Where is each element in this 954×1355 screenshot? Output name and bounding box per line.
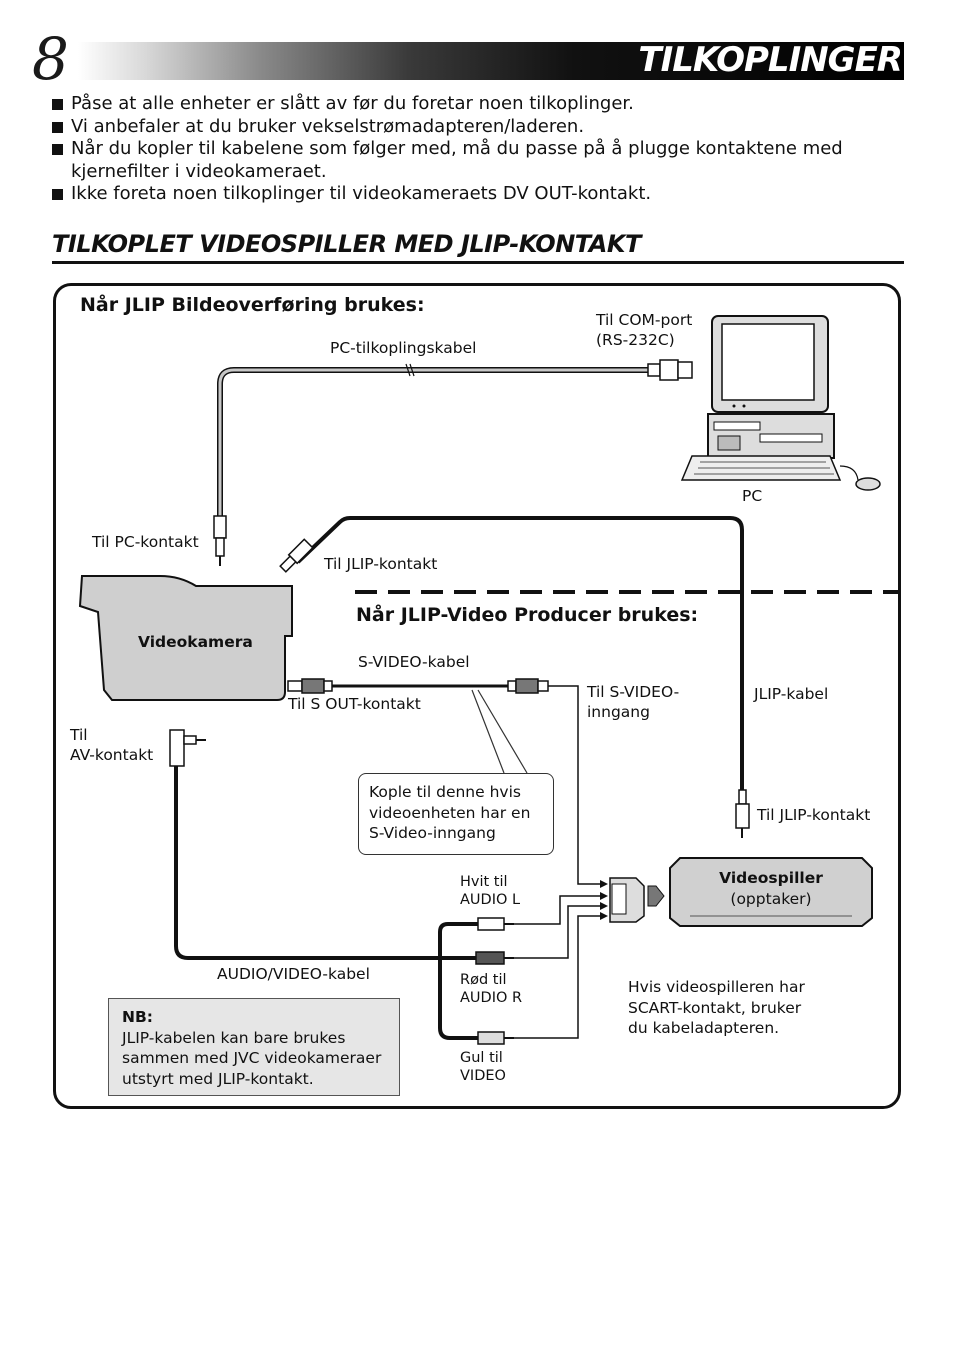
- svideo-tip-callout: Kople til denne hvis videoenheten har en…: [358, 773, 554, 855]
- svideo-plug-right-icon: [507, 678, 549, 694]
- jlip-cable: [296, 516, 744, 792]
- page-title: TILKOPLINGER: [638, 40, 903, 80]
- scart-note-line-2: SCART-kontakt, bruker: [628, 999, 802, 1017]
- rca-leads: [514, 895, 600, 1039]
- bullet-list: Påse at alle enheter er slått av før du …: [52, 93, 912, 206]
- to-svideo-in-label: Til S-VIDEO-: [587, 683, 680, 701]
- pc-cable: [217, 367, 650, 520]
- red-plug-label: Rød til: [460, 972, 507, 988]
- red-plug-label-2: AUDIO R: [460, 990, 523, 1006]
- av-cable-label: AUDIO/VIDEO-kabel: [217, 965, 370, 983]
- pc-plug-icon: [213, 515, 227, 566]
- to-av-label-2: AV-kontakt: [70, 746, 154, 764]
- rca-plug-red-icon: [475, 951, 514, 965]
- camera-label: Videokamera: [138, 633, 253, 651]
- yellow-plug-label-2: VIDEO: [460, 1068, 506, 1084]
- yellow-plug-label: Gul til: [460, 1050, 503, 1066]
- to-jlip-jack-bottom-label: Til JLIP-kontakt: [757, 806, 871, 824]
- rca-plug-white-icon: [477, 917, 514, 931]
- vcr-title: Videospiller: [719, 869, 823, 887]
- scart-adapter-icon: [609, 877, 665, 923]
- scart-note-line-1: Hvis videospilleren har: [628, 978, 805, 996]
- svideo-cable-label: S-VIDEO-kabel: [358, 653, 470, 671]
- av-plug-icon: [169, 729, 206, 767]
- white-plug-label: Hvit til: [460, 874, 508, 890]
- bullet-square-icon: [52, 144, 63, 156]
- com-port-label: Til COM-port: [596, 311, 693, 329]
- pc-computer-icon: [680, 315, 881, 491]
- pc-cable-label: PC-tilkoplingskabel: [330, 339, 477, 357]
- to-s-out-label: Til S OUT-kontakt: [288, 695, 421, 713]
- svideo-lead: [548, 685, 600, 885]
- jlip-video-heading: Når JLIP-Video Producer brukes:: [356, 604, 699, 626]
- to-pc-jack-label: Til PC-kontakt: [92, 533, 199, 551]
- bullet-square-icon: [52, 189, 63, 201]
- bullet-square-icon: [52, 121, 63, 133]
- db9-connector-icon: [647, 359, 693, 381]
- vcr-subtitle: (opptaker): [730, 890, 812, 908]
- rca-plug-yellow-icon: [477, 1031, 514, 1045]
- jlip-plug-top-icon: [279, 538, 314, 573]
- list-item: Vi anbefaler at du bruker vekselstrømada…: [52, 116, 912, 139]
- pc-label: PC: [742, 487, 763, 505]
- page-number: 8: [32, 25, 69, 93]
- to-jlip-jack-top-label: Til JLIP-kontakt: [324, 555, 438, 573]
- list-item: Når du kopler til kabelene som følger me…: [52, 138, 912, 183]
- rs232-label: (RS-232C): [596, 331, 675, 349]
- white-plug-label-2: AUDIO L: [460, 892, 521, 908]
- list-item: Påse at alle enheter er slått av før du …: [52, 93, 912, 116]
- jlip-cable-label: JLIP-kabel: [754, 685, 829, 703]
- section-divider: [52, 261, 904, 264]
- svideo-plug-left-icon: [287, 678, 333, 694]
- bullet-square-icon: [52, 99, 63, 110]
- note-box: NB: JLIP-kabelen kan bare brukes sammen …: [108, 998, 400, 1096]
- vcr-icon: [669, 857, 873, 927]
- scart-note-line-3: du kabeladapteren.: [628, 1019, 780, 1037]
- av-cable: [174, 766, 440, 960]
- diagram-frame: [53, 283, 901, 1109]
- header-bar: [78, 42, 904, 80]
- cable-break-icon: [405, 363, 415, 377]
- to-svideo-in-label-2: inngang: [587, 703, 650, 721]
- to-av-label: Til: [70, 726, 88, 744]
- camcorder-icon: [78, 575, 293, 701]
- jlip-plug-bottom-icon: [735, 789, 750, 838]
- list-item: Ikke foreta noen tilkoplinger til videok…: [52, 183, 912, 206]
- jlip-bilde-heading: Når JLIP Bildeoverføring brukes:: [80, 294, 425, 316]
- section-title: TILKOPLET VIDEOSPILLER MED JLIP-KONTAKT: [52, 230, 641, 258]
- note-title: NB:: [122, 1008, 153, 1026]
